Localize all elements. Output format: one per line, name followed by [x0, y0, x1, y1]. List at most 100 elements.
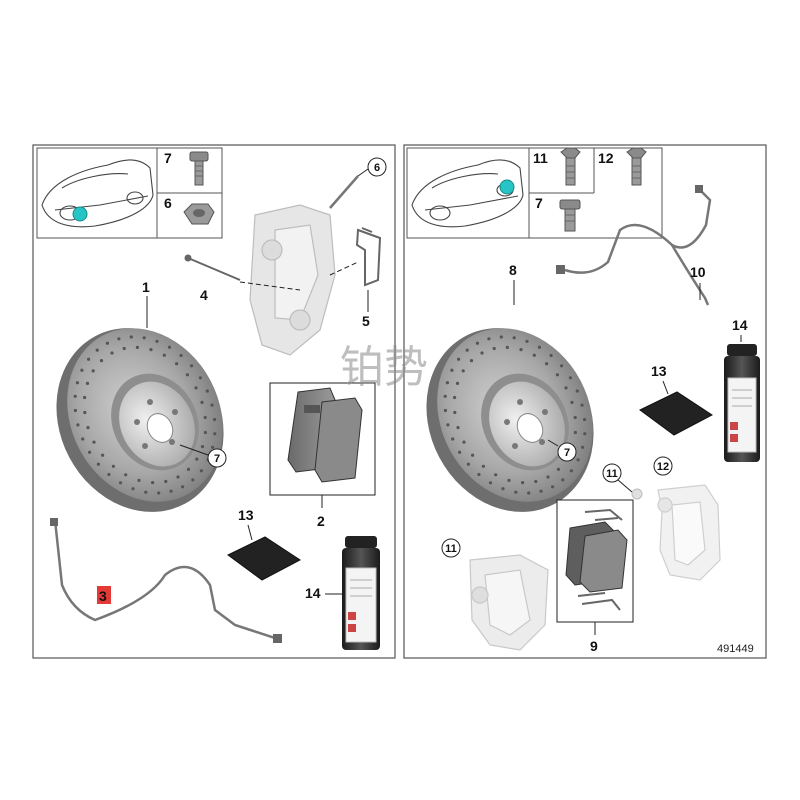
drill-hole — [455, 381, 460, 385]
drill-hole — [581, 445, 585, 449]
caliper-ref-top-leader — [617, 479, 633, 493]
caliper-bolt-leader — [357, 168, 369, 177]
drill-hole — [95, 348, 99, 352]
drill-hole — [481, 464, 485, 468]
drill-hole — [534, 479, 538, 484]
callout-circle-12 — [653, 456, 673, 476]
left-panel-frame — [32, 144, 396, 659]
drill-hole — [539, 489, 543, 493]
caliper-body-right — [469, 554, 549, 651]
drill-hole — [443, 408, 447, 413]
drill-hole — [475, 341, 479, 345]
label-paste-left: 13 — [238, 507, 254, 523]
label-disc-bolt-right: 7 — [564, 447, 570, 459]
drill-hole — [556, 467, 561, 471]
drill-hole — [105, 341, 109, 345]
drill-hole — [555, 373, 560, 377]
drill-hole — [87, 357, 91, 361]
wear-sensor-highlight — [97, 586, 111, 604]
drill-hole — [469, 359, 474, 363]
retaining-clip — [355, 227, 382, 287]
drill-hole — [169, 489, 173, 493]
drill-hole — [185, 373, 189, 377]
callout-circle-11-bottom — [441, 538, 461, 558]
drill-hole — [73, 408, 77, 413]
disc-bolt-right-leader — [547, 439, 559, 447]
bolt-inset-b-icon — [626, 147, 647, 186]
drill-hole — [549, 353, 553, 358]
brake-disc-right — [426, 328, 594, 512]
drill-hole — [92, 440, 96, 444]
drill-hole — [137, 478, 141, 482]
drill-hole — [445, 381, 449, 385]
paste-leader-right — [662, 380, 669, 395]
callout-circle-7-right — [557, 442, 577, 462]
drill-hole — [501, 487, 505, 491]
drill-hole — [213, 432, 217, 436]
drill-hole — [446, 423, 450, 427]
disc-bolt-leader — [179, 444, 209, 456]
left-panel: 7 6 4 — [32, 144, 396, 659]
drill-hole — [144, 490, 148, 494]
drill-hole — [537, 345, 542, 349]
drill-hole — [124, 473, 128, 477]
label-caliper-bolt: 6 — [374, 162, 380, 174]
drill-hole — [519, 348, 523, 352]
wear-sensor-cable-right2 — [670, 244, 710, 306]
drill-hole — [194, 386, 198, 390]
drill-hole — [477, 472, 481, 477]
drill-hole — [198, 376, 202, 380]
drill-hole — [487, 337, 491, 341]
inset-bolt-c-label: 7 — [535, 195, 543, 211]
drill-hole — [465, 348, 469, 352]
car-silhouette-right — [411, 159, 524, 228]
drill-hole — [73, 394, 77, 398]
spray-can-left — [342, 536, 380, 650]
drill-hole — [157, 491, 161, 495]
drill-hole — [583, 417, 587, 422]
caliper-ref-bolt — [631, 488, 643, 500]
drill-hole — [569, 469, 574, 473]
disc-drill-holes-right — [443, 335, 587, 495]
drill-hole — [521, 481, 525, 485]
drill-hole — [195, 457, 199, 461]
drill-hole — [564, 386, 568, 390]
drill-hole — [83, 410, 87, 415]
label-caliper-ref-top: 11 — [606, 468, 618, 480]
drill-hole — [546, 475, 550, 479]
right-panel-frame — [403, 144, 767, 659]
drill-hole — [525, 339, 529, 343]
drill-hole — [205, 389, 209, 393]
drill-hole — [570, 400, 574, 404]
drill-hole — [129, 335, 133, 339]
drill-hole — [580, 403, 584, 407]
wear-sensor-connector-left — [273, 634, 282, 643]
nut-inset-icon — [183, 203, 215, 225]
drill-hole — [122, 346, 126, 351]
drill-hole — [211, 445, 215, 449]
drill-hole — [492, 346, 496, 351]
label-pad-kit: 9 — [590, 638, 598, 654]
label-disc-bolt: 7 — [214, 453, 220, 465]
drill-hole — [186, 467, 191, 471]
drill-hole — [117, 337, 121, 341]
wheel-position-marker-left — [72, 206, 88, 222]
drill-hole — [453, 395, 457, 400]
label-spray-right: 14 — [732, 317, 748, 333]
drill-hole — [203, 430, 207, 435]
caliper-left — [249, 204, 336, 356]
wear-sensor-cable-left — [53, 519, 276, 640]
drill-hole — [81, 437, 85, 441]
drill-hole — [191, 478, 195, 482]
drill-hole — [83, 395, 87, 400]
drill-hole — [561, 478, 565, 482]
label-pin: 4 — [200, 287, 208, 303]
label-pads: 2 — [317, 513, 325, 529]
drill-hole — [451, 437, 455, 441]
drill-hole — [443, 394, 447, 398]
drill-hole — [162, 353, 166, 357]
label-caliper-ref2: 12 — [657, 461, 669, 473]
drill-hole — [461, 369, 465, 373]
drill-hole — [494, 473, 498, 477]
drill-hole — [200, 445, 205, 449]
